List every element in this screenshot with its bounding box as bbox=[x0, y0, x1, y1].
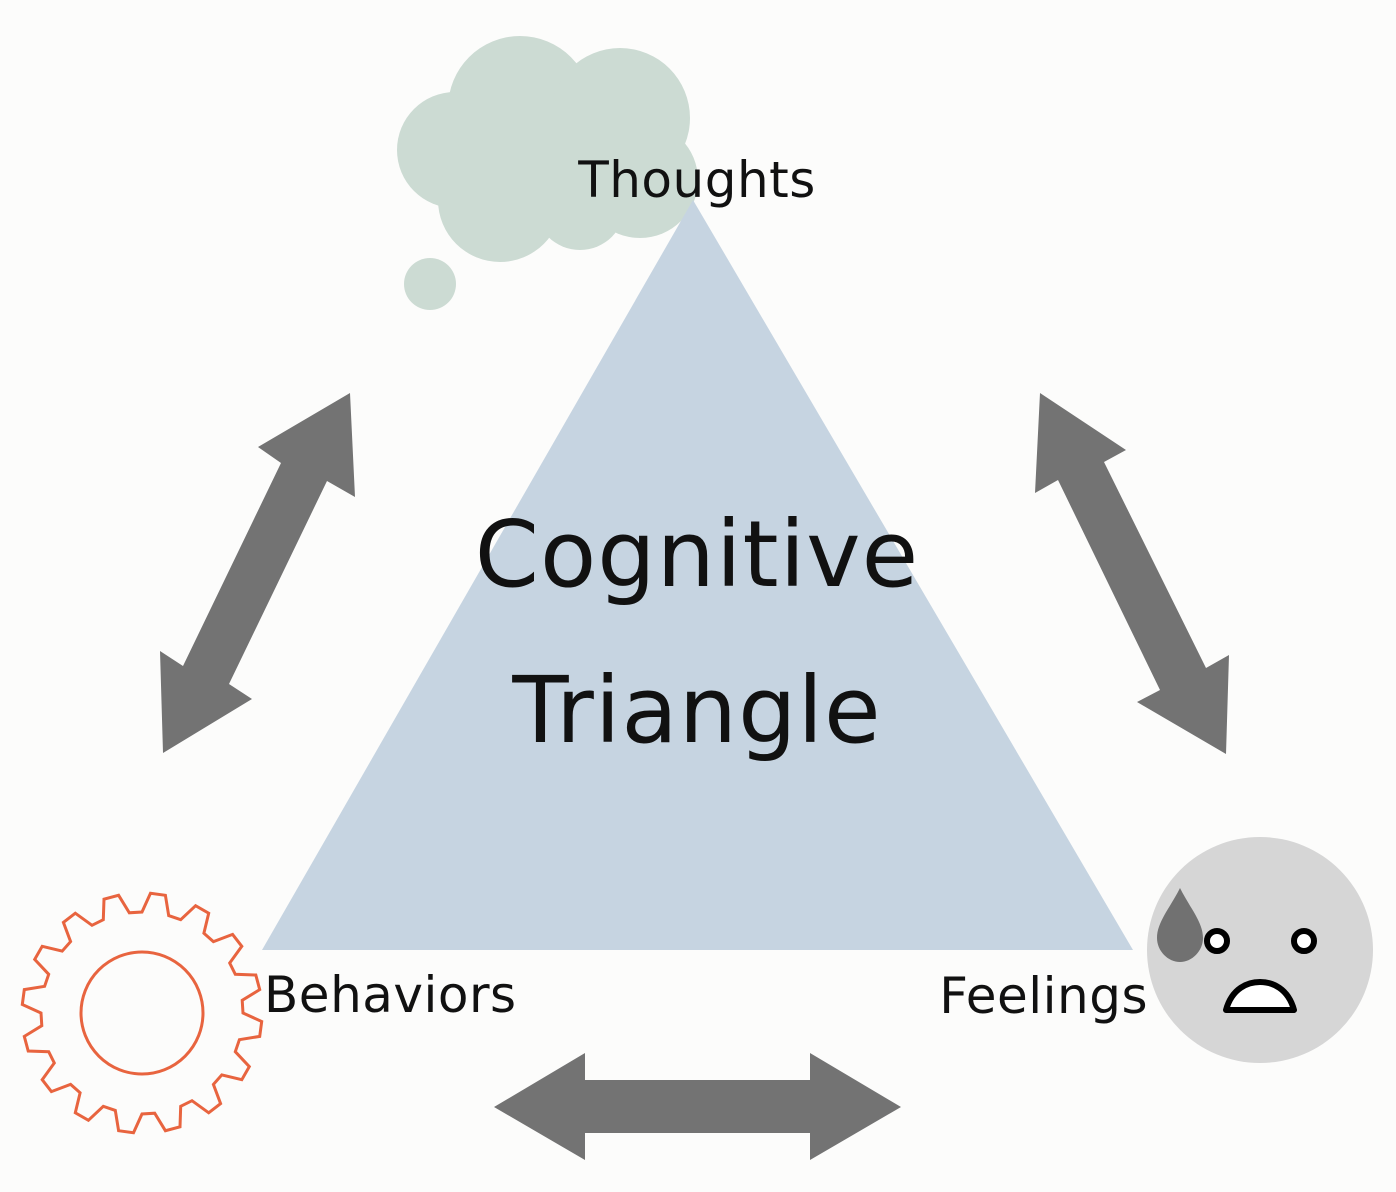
double-arrow-left bbox=[160, 393, 355, 753]
label-behaviors: Behaviors bbox=[264, 966, 517, 1024]
right-eye bbox=[1291, 928, 1317, 954]
cognitive-triangle bbox=[262, 200, 1133, 950]
double-arrow-right bbox=[1035, 393, 1229, 754]
sad-face-icon bbox=[1147, 837, 1373, 1063]
frown-mouth bbox=[1223, 979, 1297, 1013]
tear-drop-icon bbox=[1157, 888, 1203, 962]
label-feelings: Feelings bbox=[939, 967, 1148, 1025]
title-line-1: Cognitive bbox=[475, 501, 919, 608]
double-arrow-bottom bbox=[494, 1053, 901, 1160]
left-eye bbox=[1204, 928, 1230, 954]
thought-cloud-icon bbox=[397, 36, 698, 310]
gear-icon bbox=[20, 891, 264, 1135]
label-thoughts: Thoughts bbox=[577, 151, 816, 209]
title-line-2: Triangle bbox=[511, 657, 881, 764]
